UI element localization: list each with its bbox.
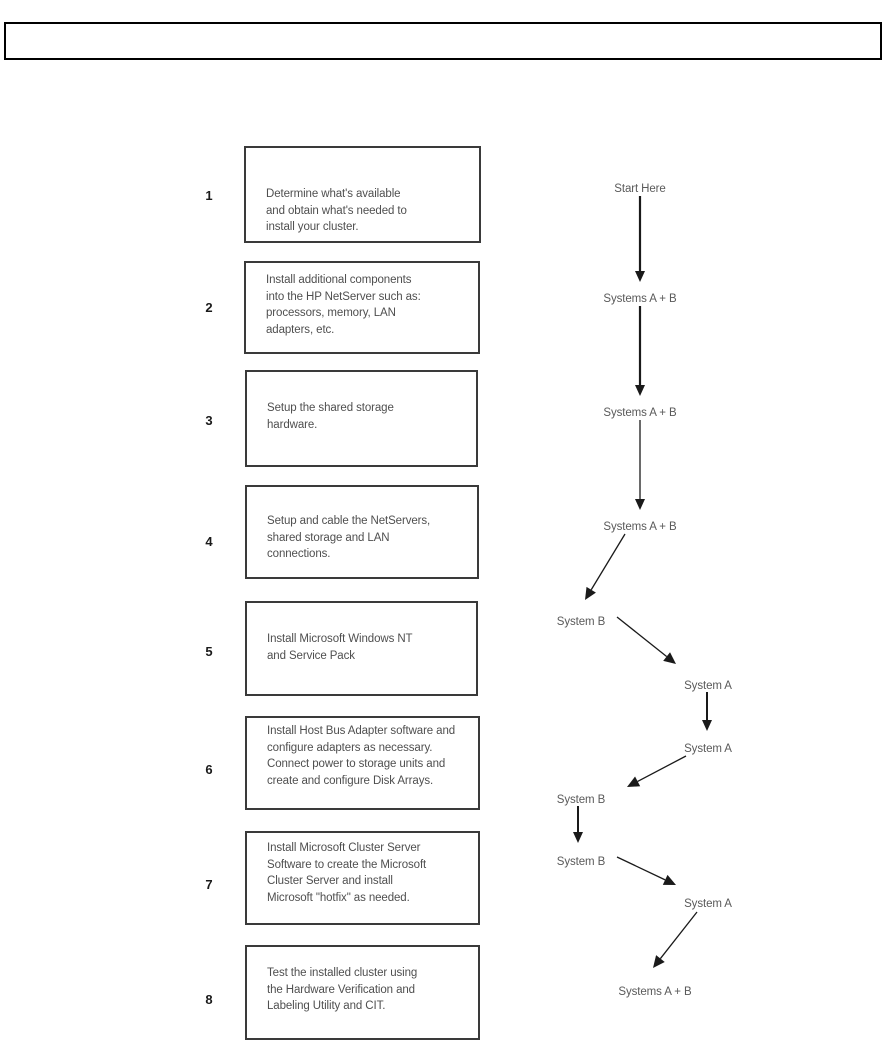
system-label-systems-ab-3: Systems A + B bbox=[603, 521, 677, 533]
system-label-system-b-3: System B bbox=[556, 856, 606, 868]
step-box-5 bbox=[245, 601, 478, 696]
step-number-3: 3 bbox=[205, 413, 213, 428]
system-label-systems-ab-2: Systems A + B bbox=[603, 407, 677, 419]
step-number-2: 2 bbox=[205, 300, 213, 315]
arrow-10 bbox=[653, 911, 698, 968]
system-label-system-a-1: System A bbox=[684, 680, 732, 692]
step-box-2 bbox=[244, 261, 480, 354]
system-label-systems-ab-1: Systems A + B bbox=[603, 293, 677, 305]
step-text-3: Setup the shared storage hardware. bbox=[267, 402, 394, 431]
arrow-6 bbox=[702, 692, 712, 731]
system-label-systems-ab-4: Systems A + B bbox=[618, 986, 692, 998]
step-text-1: Determine what's available and obtain wh… bbox=[266, 188, 407, 233]
step-box-4 bbox=[245, 485, 479, 579]
step-box-1 bbox=[244, 146, 481, 243]
step-number-6: 6 bbox=[205, 762, 213, 777]
arrow-3 bbox=[635, 420, 645, 510]
arrow-1 bbox=[635, 196, 645, 282]
arrow-8 bbox=[573, 806, 583, 843]
system-label-system-a-3: System A bbox=[684, 898, 732, 910]
step-text-5: Install Microsoft Windows NT and Service… bbox=[267, 633, 413, 662]
arrow-4 bbox=[585, 533, 626, 600]
step-text-8: Test the installed cluster using the Har… bbox=[267, 967, 418, 1012]
step-box-8 bbox=[245, 945, 480, 1040]
step-box-7 bbox=[245, 831, 480, 925]
arrow-7 bbox=[627, 755, 687, 787]
arrow-9 bbox=[616, 856, 676, 885]
step-number-5: 5 bbox=[205, 644, 213, 659]
arrow-2 bbox=[635, 306, 645, 396]
system-label-system-b-1: System B bbox=[556, 616, 606, 628]
step-box-3 bbox=[245, 370, 478, 467]
step-number-8: 8 bbox=[205, 992, 213, 1007]
step-number-7: 7 bbox=[205, 877, 213, 892]
arrow-5 bbox=[616, 616, 676, 664]
system-label-start-here: Start Here bbox=[614, 183, 666, 195]
system-label-system-a-2: System A bbox=[684, 743, 732, 755]
step-number-4: 4 bbox=[205, 534, 213, 549]
page-header-frame bbox=[4, 22, 882, 60]
step-text-7: Install Microsoft Cluster Server Softwar… bbox=[267, 842, 427, 904]
step-text-4: Setup and cable the NetServers, shared s… bbox=[267, 515, 431, 560]
step-text-6: Install Host Bus Adapter software and co… bbox=[267, 725, 456, 787]
step-text-2: Install additional components into the H… bbox=[266, 274, 421, 336]
step-box-6 bbox=[245, 716, 480, 810]
system-label-system-b-2: System B bbox=[556, 794, 606, 806]
step-number-1: 1 bbox=[205, 188, 213, 203]
